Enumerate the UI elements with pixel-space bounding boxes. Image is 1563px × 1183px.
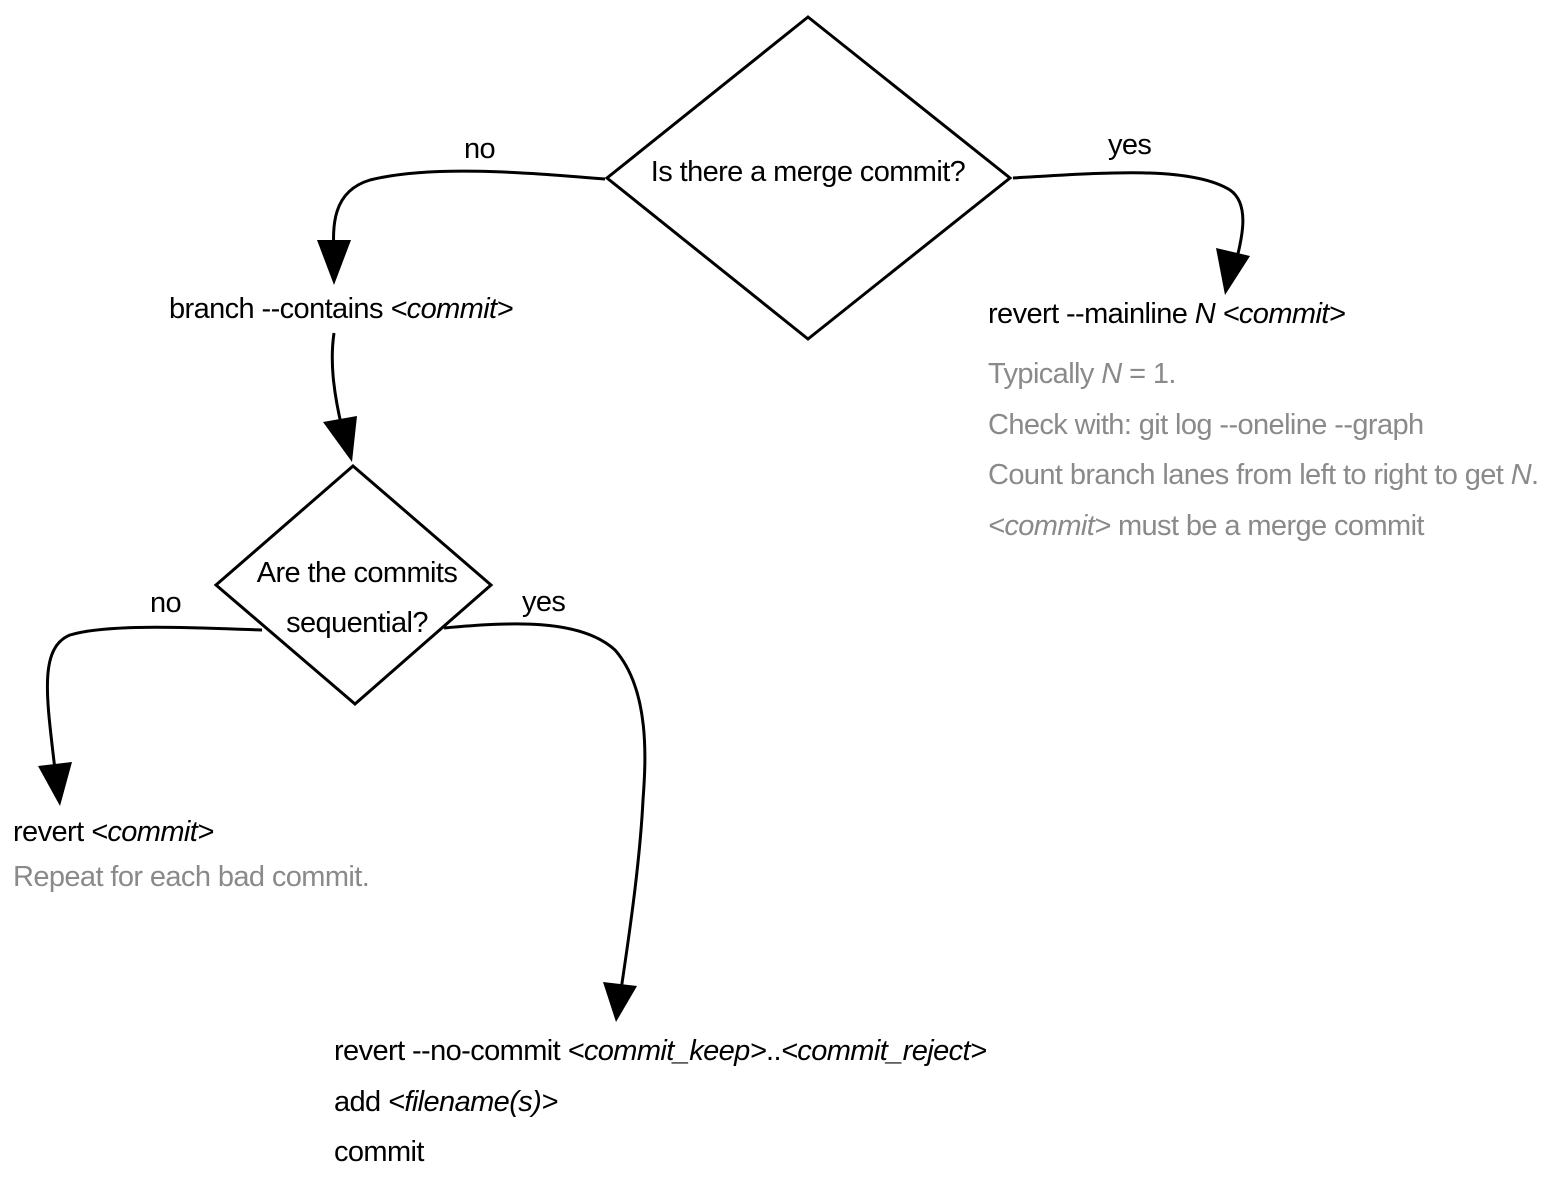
note-count-suffix: . [1531, 459, 1539, 491]
revert-range-cmd: revert --no-commit [334, 1035, 568, 1067]
revert-range-node: revert --no-commit <commit_keep>..<commi… [334, 1034, 987, 1068]
merge-no-label: no [464, 133, 496, 165]
revert-range-keep: <commit_keep> [567, 1035, 767, 1067]
arrow-merge-no [332, 169, 606, 257]
add-node: add <filename(s)> [334, 1085, 558, 1119]
note-merge-suffix: must be a merge commit [1110, 510, 1425, 542]
sequential-question-line1: Are the commits [256, 557, 458, 589]
arrow-sequential-yes [443, 622, 647, 991]
arrowhead-merge-no [317, 240, 351, 285]
revert-single-note: Repeat for each bad commit. [13, 861, 370, 893]
revert-mainline-n: N [1194, 298, 1216, 330]
note-typical-prefix: Typically [988, 358, 1102, 390]
note-merge-arg: <commit> [988, 510, 1111, 542]
mainline-note-count: Count branch lanes from left to right to… [988, 458, 1539, 492]
branch-contains-cmd: branch --contains [169, 293, 391, 325]
add-cmd: add [334, 1086, 389, 1118]
arrow-merge-yes [1012, 171, 1245, 263]
add-arg: <filename(s)> [388, 1086, 558, 1118]
note-typical-n: N [1101, 358, 1122, 390]
arrowhead-sequential-no [38, 762, 72, 806]
note-count-n: N [1510, 459, 1532, 491]
revert-mainline-node: revert --mainline N <commit> [988, 297, 1346, 331]
arrowhead-branch-to-sequential [323, 416, 357, 462]
arrow-branch-to-sequential [330, 332, 344, 429]
sequential-no-label: no [150, 587, 182, 619]
revert-range-reject: <commit_reject> [780, 1035, 987, 1067]
note-typical-suffix: = 1. [1121, 358, 1176, 390]
sequential-yes-label: yes [522, 586, 566, 618]
merge-question: Is there a merge commit? [650, 156, 966, 188]
revert-single-node: revert <commit> [13, 815, 214, 849]
revert-single-cmd: revert [13, 816, 91, 848]
revert-single-arg: <commit> [91, 816, 214, 848]
branch-contains-arg: <commit> [390, 293, 513, 325]
arrowhead-merge-yes [1216, 248, 1250, 295]
branch-contains-node: branch --contains <commit> [169, 292, 513, 326]
mainline-note-check: Check with: git log --oneline --graph [988, 409, 1424, 441]
sequential-decision-diamond [213, 464, 494, 706]
mainline-note-merge: <commit> must be a merge commit [988, 509, 1424, 543]
mainline-note-typical: Typically N = 1. [988, 357, 1176, 391]
merge-decision-diamond [604, 15, 1013, 341]
arrowhead-sequential-yes [603, 982, 637, 1022]
note-count-prefix: Count branch lanes from left to right to… [988, 459, 1511, 491]
arrow-sequential-no [45, 625, 263, 771]
revert-mainline-arg: <commit> [1215, 298, 1346, 330]
revert-mainline-cmd: revert --mainline [988, 298, 1195, 330]
merge-yes-label: yes [1108, 129, 1152, 161]
commit-node: commit [334, 1136, 424, 1168]
sequential-question-line2: sequential? [286, 607, 428, 639]
revert-range-sep: .. [766, 1035, 782, 1067]
